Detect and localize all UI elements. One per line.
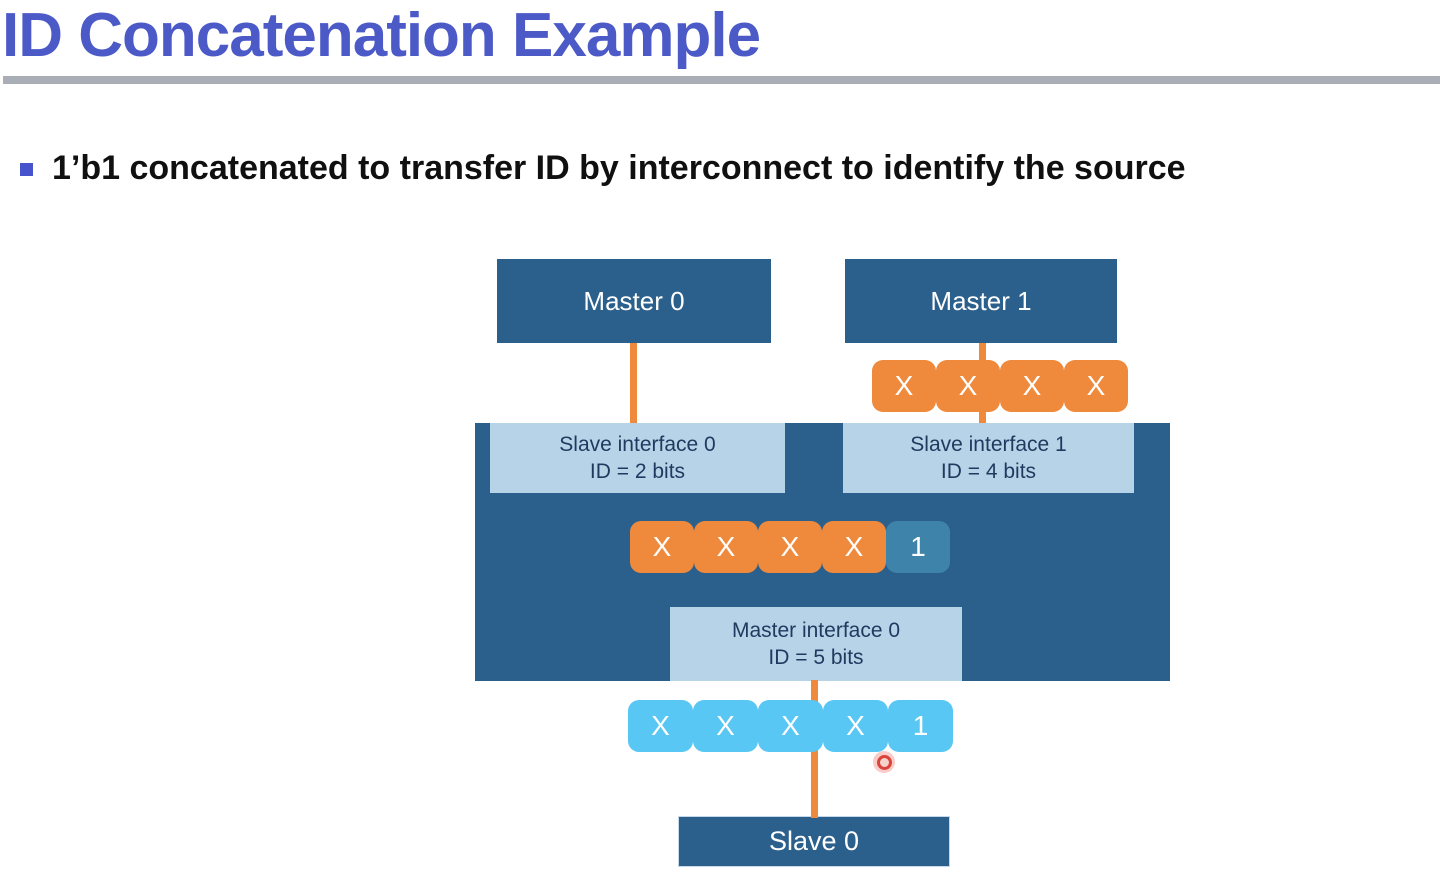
page-title: ID Concatenation Example [2, 1, 761, 70]
cursor-dot [876, 754, 892, 770]
cursor-indicator [873, 751, 895, 773]
master-interface0-id: ID = 5 bits [768, 646, 864, 669]
slave-interface1-box: Slave interface 1 ID = 4 bits [843, 423, 1134, 493]
id-bit-cell: X [823, 700, 888, 752]
master1-label: Master 1 [930, 285, 1032, 316]
master1-box: Master 1 [845, 259, 1117, 343]
id-bit-cell: X [628, 700, 693, 752]
slave-interface1-id: ID = 4 bits [940, 460, 1037, 483]
slave-interface1-title: Slave interface 1 [910, 433, 1067, 456]
id-bit-cell: X [1064, 360, 1128, 412]
slave0-box: Slave 0 [678, 816, 950, 867]
title-divider [3, 76, 1440, 84]
concatenated-id-bits-row: X X X X 1 [630, 521, 950, 573]
bullet-marker [20, 163, 33, 176]
master0-box: Master 0 [497, 259, 771, 343]
master-interface0-box: Master interface 0 ID = 5 bits [670, 607, 962, 681]
id-bit-cell: X [693, 700, 758, 752]
wire-master0-to-interconnect [630, 343, 637, 423]
id-bit-cell: X [822, 521, 886, 573]
id-bit-cell: X [630, 521, 694, 573]
id-bit-cell: X [694, 521, 758, 573]
slave-interface0-title: Slave interface 0 [559, 433, 716, 456]
id-bit-cell: X [758, 700, 823, 752]
bullet-text: 1’b1 concatenated to transfer ID by inte… [52, 149, 1186, 187]
slave-interface0-id: ID = 2 bits [589, 460, 686, 483]
id-bit-cell: X [872, 360, 936, 412]
id-bit-cell: X [1000, 360, 1064, 412]
slave0-label: Slave 0 [768, 826, 860, 856]
master1-id-bits-row: X X X X [872, 360, 1128, 412]
concat-bit-cell: 1 [886, 521, 950, 573]
output-id-bits-row: X X X X 1 [628, 700, 953, 752]
slave-interface0-box: Slave interface 0 ID = 2 bits [490, 423, 785, 493]
master0-label: Master 0 [583, 285, 685, 316]
id-bit-cell: 1 [888, 700, 953, 752]
master-interface0-title: Master interface 0 [731, 619, 901, 642]
id-bit-cell: X [758, 521, 822, 573]
id-bit-cell: X [936, 360, 1000, 412]
